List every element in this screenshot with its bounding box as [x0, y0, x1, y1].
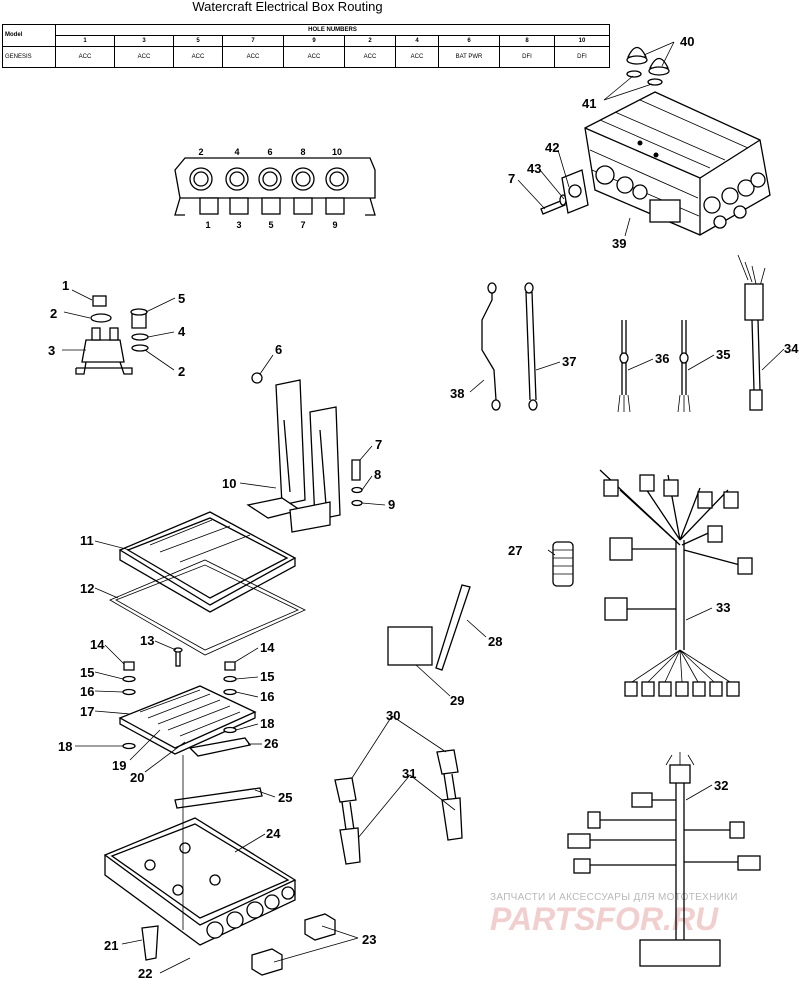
- callout-2-lower: 2: [178, 364, 185, 379]
- callout-18-right: 18: [260, 716, 274, 731]
- watermark-line2: PARTSFOR.RU: [490, 901, 719, 937]
- callout-9: 9: [388, 497, 395, 512]
- callout-38: 38: [450, 386, 464, 401]
- callout-29: 29: [450, 693, 464, 708]
- strap: [174, 787, 263, 809]
- callout-12: 12: [80, 581, 94, 596]
- hole-layout-detail: 2 4 6 8 10 1 3 5 7 9: [174, 147, 376, 230]
- callout-41: 41: [582, 96, 596, 111]
- callout-32: 32: [714, 778, 728, 793]
- callout-20: 20: [130, 770, 144, 785]
- callout-22: 22: [138, 966, 152, 981]
- harness-leads: [617, 254, 766, 413]
- callout-21: 21: [104, 938, 118, 953]
- callout-5: 5: [178, 291, 185, 306]
- callout-18-left: 18: [58, 739, 72, 754]
- callout-36: 36: [655, 351, 669, 366]
- callout-28: 28: [488, 634, 502, 649]
- hole-value-cell: ACC: [344, 46, 396, 68]
- callout-10: 10: [222, 476, 236, 491]
- watermark: ЗАПЧАСТИ И АКСЕССУАРЫ ДЛЯ МОТОТЕХНИКИ PA…: [490, 892, 738, 937]
- callout-34: 34: [784, 341, 799, 356]
- callout-15-left: 15: [80, 665, 94, 680]
- callout-8: 8: [374, 467, 381, 482]
- callout-24: 24: [266, 826, 281, 841]
- watermark-line1: ЗАПЧАСТИ И АКСЕССУАРЫ ДЛЯ МОТОТЕХНИКИ: [490, 892, 738, 903]
- hole-label: 7: [300, 220, 305, 230]
- callout-1: 1: [62, 278, 69, 293]
- callout-19: 19: [112, 758, 126, 773]
- hole-label: 6: [267, 147, 272, 157]
- callout-35: 35: [716, 347, 730, 362]
- hole-value-cell: DFI: [554, 46, 610, 68]
- hole-label: 1: [205, 220, 210, 230]
- callout-33: 33: [716, 600, 730, 615]
- callout-4: 4: [178, 324, 186, 339]
- callout-30: 30: [386, 708, 400, 723]
- callout-7-middle: 7: [375, 437, 382, 452]
- callout-3: 3: [48, 343, 55, 358]
- hole-label: 10: [332, 147, 342, 157]
- box-base: [103, 817, 336, 976]
- box-cover: [109, 511, 306, 656]
- callout-40: 40: [680, 34, 694, 49]
- callout-31: 31: [402, 766, 416, 781]
- main-wire-harness: [599, 469, 753, 697]
- solenoid-group: [75, 295, 149, 375]
- callout-6: 6: [275, 342, 282, 357]
- callout-11: 11: [80, 533, 94, 548]
- assembled-electrical-box: [540, 46, 771, 236]
- secondary-wire-harness: [567, 752, 761, 967]
- callout-42: 42: [545, 140, 559, 155]
- hole-label: 8: [300, 147, 305, 157]
- circuit-board: [118, 647, 257, 757]
- hole-label: 4: [234, 147, 239, 157]
- callout-16-right: 16: [260, 689, 274, 704]
- callout-13: 13: [140, 633, 154, 648]
- callout-27: 27: [508, 543, 522, 558]
- hole-label: 3: [236, 220, 241, 230]
- tie-straps: [334, 749, 463, 865]
- callout-26: 26: [264, 736, 278, 751]
- callout-23: 23: [362, 932, 376, 947]
- callout-2-upper: 2: [50, 306, 57, 321]
- callout-25: 25: [278, 790, 292, 805]
- battery-cables: [481, 282, 538, 411]
- hole-label: 2: [198, 147, 203, 157]
- callout-14-left: 14: [90, 637, 105, 652]
- callout-37: 37: [562, 354, 576, 369]
- page-title: Watercraft Electrical Box Routing: [192, 0, 383, 14]
- hole-value-cell: ACC: [283, 46, 345, 68]
- callout-numbers: 40 41 42 43 7 39 1 2 3 5 4 2 6 7 8 9 10 …: [48, 34, 799, 981]
- callout-7-top: 7: [508, 171, 515, 186]
- callout-17: 17: [80, 704, 94, 719]
- hole-label: 9: [332, 220, 337, 230]
- callout-39: 39: [612, 236, 626, 251]
- callout-43: 43: [527, 161, 541, 176]
- hole-value-cell: ACC: [114, 46, 174, 68]
- callout-16-left: 16: [80, 684, 94, 699]
- misc-parts: [387, 541, 574, 671]
- callout-14-right: 14: [260, 640, 275, 655]
- mounting-bracket: [246, 372, 363, 533]
- hole-label: 5: [268, 220, 273, 230]
- leader-lines: [62, 41, 785, 974]
- callout-15-right: 15: [260, 669, 274, 684]
